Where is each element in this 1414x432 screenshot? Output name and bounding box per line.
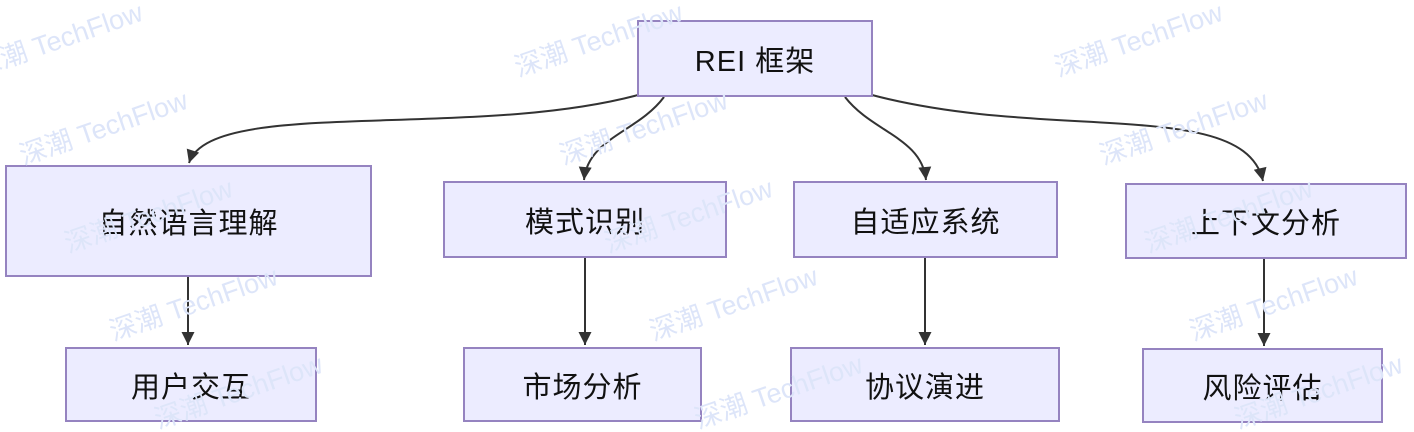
node-risk-assessment: 风险评估 [1142, 348, 1383, 423]
node-context-analysis: 上下文分析 [1125, 183, 1407, 259]
edge-rei-to-pattern [578, 96, 665, 181]
node-natural-language-understanding: 自然语言理解 [5, 165, 372, 277]
node-protocol-evolution: 协议演进 [790, 347, 1060, 422]
node-label: 模式识别 [524, 206, 645, 239]
node-label: 自然语言理解 [98, 208, 279, 240]
node-pattern-recognition: 模式识别 [443, 181, 727, 258]
edge-rei-to-context [871, 94, 1267, 182]
node-adaptive-system: 自适应系统 [793, 181, 1058, 258]
node-label: 风险评估 [1202, 372, 1323, 405]
node-label: 自适应系统 [850, 206, 1001, 239]
node-label: 用户交互 [130, 371, 251, 404]
node-market-analysis: 市场分析 [463, 347, 702, 422]
node-label: 协议演进 [864, 371, 985, 404]
node-label: REI 框架 [694, 45, 816, 78]
node-user-interaction: 用户交互 [65, 347, 317, 422]
edge-rei-to-nlu [186, 94, 639, 164]
node-rei-framework: REI 框架 [637, 20, 873, 97]
node-label: 上下文分析 [1190, 208, 1341, 240]
node-label: 市场分析 [522, 371, 643, 404]
edge-rei-to-adaptive [844, 96, 932, 181]
